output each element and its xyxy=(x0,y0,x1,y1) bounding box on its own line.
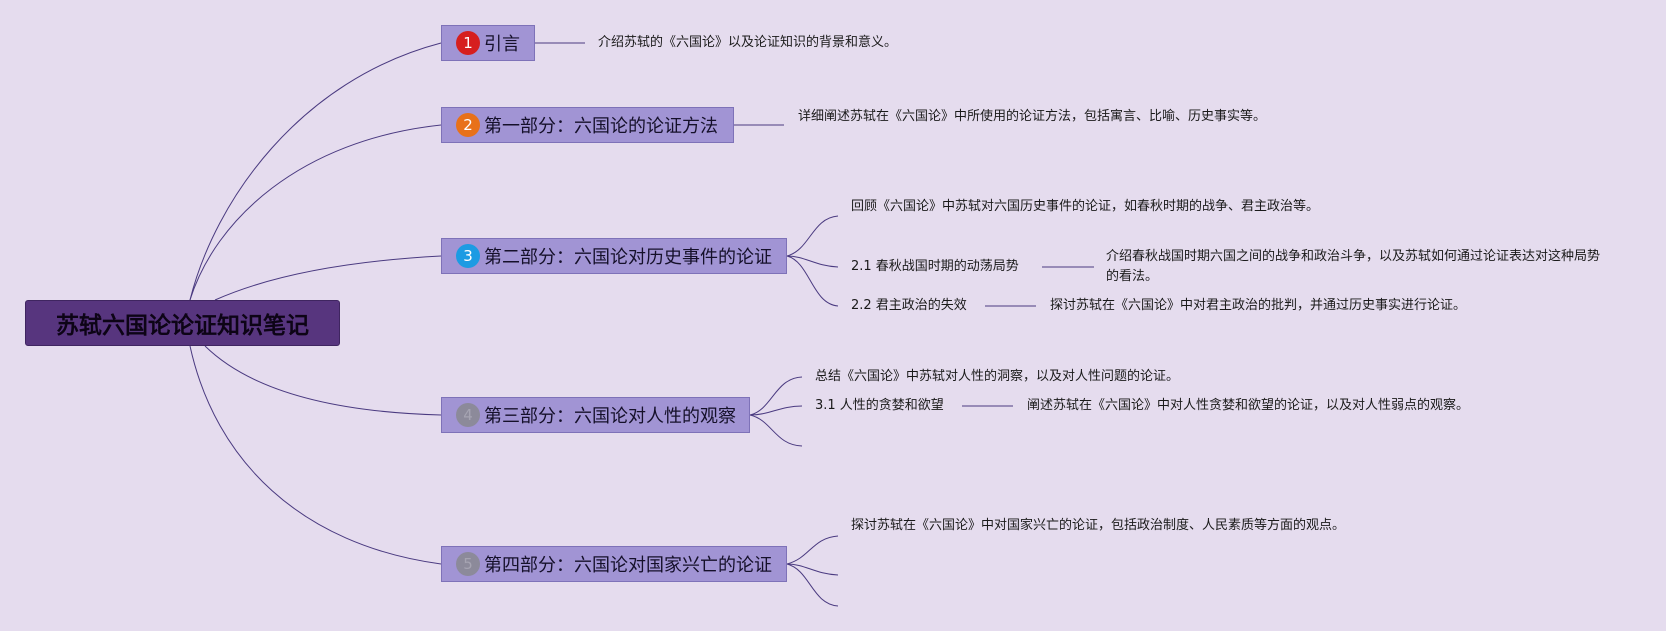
topic-node-intro[interactable]: 1 引言 xyxy=(441,25,535,61)
number-badge-icon: 4 xyxy=(456,403,480,427)
connector-root-topic-2 xyxy=(189,124,442,301)
connector-topic-3-sub-2 xyxy=(786,255,839,307)
root-node[interactable]: 苏轼六国论论证知识笔记 xyxy=(25,300,340,346)
connector-topic-3-desc xyxy=(786,215,839,257)
number-badge-icon: 2 xyxy=(456,113,480,137)
topic-node-part-2[interactable]: 3 第二部分：六国论对历史事件的论证 xyxy=(441,238,787,274)
subtopic-2-2-description: 探讨苏轼在《六国论》中对君主政治的批判，并通过历史事实进行论证。 xyxy=(1050,298,1467,313)
number-badge-icon: 3 xyxy=(456,244,480,268)
root-title: 苏轼六国论论证知识笔记 xyxy=(56,313,309,339)
connector-root-topic-1 xyxy=(189,42,442,301)
topic-node-part-4[interactable]: 5 第四部分：六国论对国家兴亡的论证 xyxy=(441,546,787,582)
connector-topic-3-sub-1 xyxy=(786,255,839,268)
number-badge-icon: 5 xyxy=(456,552,480,576)
subtopic-2-1-description: 介绍春秋战国时期六国之间的战争和政治斗争，以及苏轼如何通过论证表达对这种局势的看… xyxy=(1106,249,1601,284)
topic-3-description: 回顾《六国论》中苏轼对六国历史事件的论证，如春秋时期的战争、君主政治等。 xyxy=(851,199,1320,214)
topic-2-description: 详细阐述苏轼在《六国论》中所使用的论证方法，包括寓言、比喻、历史事实等。 xyxy=(798,109,1267,124)
topic-label: 第四部分：六国论对国家兴亡的论证 xyxy=(484,555,772,576)
connector-topic-5-empty-1 xyxy=(786,563,839,576)
subtopic-2-2-label[interactable]: 2.2 君主政治的失效 xyxy=(851,298,967,313)
topic-label: 引言 xyxy=(484,34,520,55)
connector-root-topic-3 xyxy=(214,255,442,301)
number-badge-icon: 1 xyxy=(456,31,480,55)
subtopic-3-1-label[interactable]: 3.1 人性的贪婪和欲望 xyxy=(815,398,944,413)
connector-topic-5-desc xyxy=(786,535,839,565)
connector-root-topic-4 xyxy=(204,345,442,416)
topic-label: 第一部分：六国论的论证方法 xyxy=(484,116,718,137)
connector-topic-4-desc xyxy=(749,376,803,416)
connector-topic-5-empty-2 xyxy=(786,563,839,607)
topic-4-description: 总结《六国论》中苏轼对人性的洞察，以及对人性问题的论证。 xyxy=(815,369,1180,384)
topic-label: 第二部分：六国论对历史事件的论证 xyxy=(484,247,772,268)
topic-1-description: 介绍苏轼的《六国论》以及论证知识的背景和意义。 xyxy=(598,35,898,50)
connector-topic-4-empty xyxy=(749,414,803,447)
connector-root-topic-5 xyxy=(189,345,442,565)
subtopic-3-1-description: 阐述苏轼在《六国论》中对人性贪婪和欲望的论证，以及对人性弱点的观察。 xyxy=(1027,398,1470,413)
topic-node-part-1[interactable]: 2 第一部分：六国论的论证方法 xyxy=(441,107,734,143)
connector-topic-4-sub-1 xyxy=(749,405,803,416)
topic-node-part-3[interactable]: 4 第三部分：六国论对人性的观察 xyxy=(441,397,750,433)
topic-5-description: 探讨苏轼在《六国论》中对国家兴亡的论证，包括政治制度、人民素质等方面的观点。 xyxy=(851,518,1346,533)
topic-label: 第三部分：六国论对人性的观察 xyxy=(484,406,736,427)
subtopic-2-1-label[interactable]: 2.1 春秋战国时期的动荡局势 xyxy=(851,259,1019,274)
